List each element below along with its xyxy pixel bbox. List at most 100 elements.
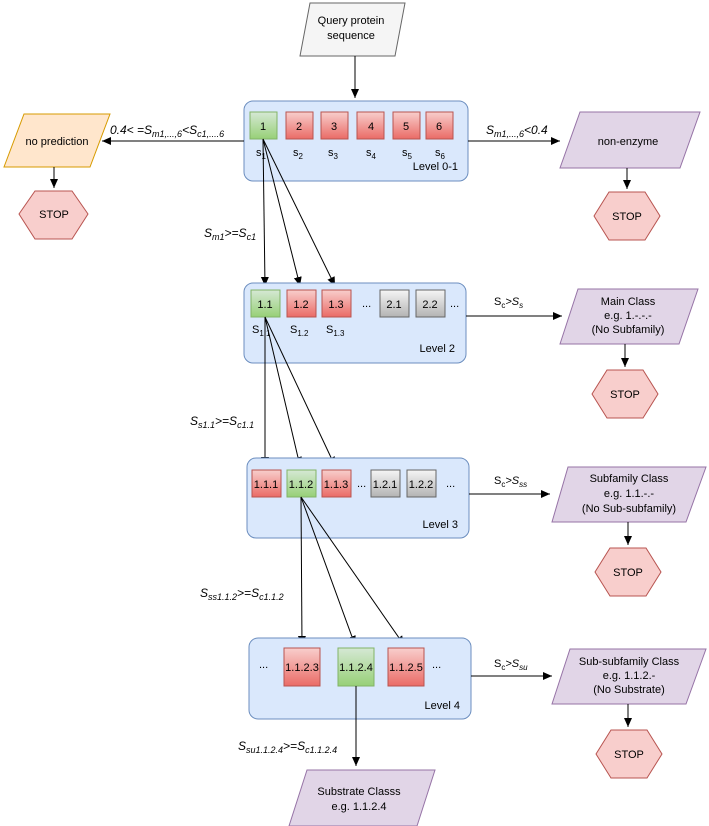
score-s1: s1: [256, 147, 267, 161]
edge-1-to-1.1: [260, 138, 269, 287]
svg-text:e.g. 1.1.-.-: e.g. 1.1.-.-: [604, 488, 654, 500]
level01-node-1: 1: [249, 111, 278, 140]
svg-text:2.2: 2.2: [422, 299, 437, 311]
svg-text:2: 2: [296, 121, 302, 133]
level3-node-1.1.3: 1.1.3: [321, 469, 352, 498]
svg-text:1.3: 1.3: [328, 299, 343, 311]
level3-node-1.1.1: 1.1.1: [251, 469, 282, 498]
condition-level3: Ss1.1>=Sc1.1: [190, 414, 254, 430]
svg-text:1.1.1: 1.1.1: [254, 479, 278, 491]
svg-text:1.2.1: 1.2.1: [373, 479, 397, 491]
level4-ellipsis-left: ...: [259, 659, 268, 671]
condition-level4: Sss1.1.2>=Sc1.1.2: [200, 586, 284, 602]
level01-node-6: 6: [425, 111, 454, 140]
condition-subfamily-class: Sc>Sss: [494, 475, 527, 489]
svg-text:e.g. 1.1.2.-: e.g. 1.1.2.-: [603, 670, 656, 682]
non-enzyme-node: non-enzyme: [559, 111, 701, 169]
score-s1.3: S1.3: [326, 324, 345, 338]
svg-text:1.2.2: 1.2.2: [409, 479, 433, 491]
level2-node-1.3: 1.3: [321, 289, 352, 318]
no-prediction-node: no prediction: [3, 113, 111, 168]
level01-node-2: 2: [285, 111, 314, 140]
svg-text:1.1: 1.1: [257, 299, 272, 311]
condition-non-enzyme: Sm1,...,6<0.4: [486, 123, 548, 139]
score-s4: s4: [366, 147, 377, 161]
svg-text:e.g. 1.-.-.-: e.g. 1.-.-.-: [604, 310, 652, 322]
level3-ellipsis-1: ...: [357, 478, 366, 490]
condition-main-class: Sc>Ss: [494, 296, 523, 310]
level4-node-1.1.2.5: 1.1.2.5: [387, 647, 425, 687]
subfamily-class-node: Subfamily Class e.g. 1.1.-.- (No Sub-sub…: [551, 466, 707, 523]
stop-node-non-enzyme: STOP: [593, 191, 661, 241]
query-line2: sequence: [327, 30, 375, 42]
condition-no-prediction: 0.4< =Sm1,...,6<Sc1,....6: [110, 123, 224, 139]
svg-text:1: 1: [260, 121, 266, 133]
svg-text:STOP: STOP: [612, 211, 642, 223]
svg-text:5: 5: [403, 121, 409, 133]
svg-text:1.1.2: 1.1.2: [289, 479, 313, 491]
svg-text:STOP: STOP: [614, 749, 644, 761]
edge-1-to-1.3: [262, 138, 336, 287]
svg-text:1.1.2.5: 1.1.2.5: [389, 662, 423, 674]
condition-level2: Sm1>=Sc1: [204, 226, 256, 242]
subsubfamily-class-node: Sub-subfamily Class e.g. 1.1.2.- (No Sub…: [551, 648, 707, 705]
svg-text:e.g. 1.1.2.4: e.g. 1.1.2.4: [331, 801, 386, 813]
score-s6: s6: [435, 147, 446, 161]
stop-node-main-class: STOP: [591, 369, 659, 419]
level2-node-2.2: 2.2: [415, 289, 446, 318]
level3-node-1.2.2: 1.2.2: [406, 469, 437, 498]
svg-text:Main Class: Main Class: [601, 296, 656, 308]
edge-1.1-to-1.1.3: [264, 316, 336, 467]
edge-1.1.2-to-1.1.2.4: [300, 496, 356, 646]
svg-text:Substrate Classs: Substrate Classs: [317, 786, 401, 798]
edge-1.1.2-to-1.1.2.3: [297, 496, 306, 646]
score-s5: s5: [402, 147, 413, 161]
stop-node-subsubfamily-class: STOP: [595, 729, 663, 779]
level2-ellipsis-1: ...: [362, 298, 371, 310]
svg-text:Sub-subfamily Class: Sub-subfamily Class: [579, 656, 680, 668]
score-s3: s3: [328, 147, 339, 161]
edge-1.1.2-to-1.1.2.5: [300, 496, 405, 646]
level2-ellipsis-2: ...: [450, 298, 459, 310]
substrate-class-node: Substrate Classs e.g. 1.1.2.4: [288, 769, 436, 826]
svg-text:(No Substrate): (No Substrate): [593, 684, 665, 696]
edge-1-to-1.2: [262, 138, 302, 287]
svg-text:STOP: STOP: [613, 567, 643, 579]
level4-node-1.1.2.4: 1.1.2.4: [337, 647, 375, 687]
level4-node-1.1.2.3: 1.1.2.3: [283, 647, 321, 687]
level4-label: Level 4: [425, 700, 460, 712]
svg-text:6: 6: [436, 121, 442, 133]
svg-text:1.1.3: 1.1.3: [324, 479, 348, 491]
svg-text:no prediction: no prediction: [26, 136, 89, 148]
svg-text:(No Sub-subfamily): (No Sub-subfamily): [582, 503, 676, 515]
svg-text:4: 4: [368, 121, 374, 133]
level01-node-5: 5: [392, 111, 421, 140]
level3-node-1.2.1: 1.2.1: [370, 469, 401, 498]
condition-substrate: Ssu1.1.2.4>=Sc1.1.2.4: [238, 739, 337, 755]
level2-node-2.1: 2.1: [379, 289, 410, 318]
level01-node-3: 3: [320, 111, 349, 140]
edge-1.1-to-1.1.2: [264, 316, 302, 467]
svg-text:(No Subfamily): (No Subfamily): [592, 324, 665, 336]
level2-label: Level 2: [420, 343, 455, 355]
svg-text:2.1: 2.1: [386, 299, 401, 311]
condition-subsubfamily-class: Sc>Ssu: [494, 658, 528, 672]
score-s2: s2: [293, 147, 304, 161]
stop-node-subfamily-class: STOP: [594, 547, 662, 597]
query-node: Query protein sequence: [299, 2, 406, 57]
query-line1: Query protein: [318, 15, 385, 27]
level4-ellipsis-right: ...: [432, 659, 441, 671]
main-class-node: Main Class e.g. 1.-.-.- (No Subfamily): [559, 288, 699, 345]
svg-text:Subfamily Class: Subfamily Class: [590, 473, 669, 485]
level01-node-4: 4: [356, 111, 385, 140]
level3-node-1.1.2: 1.1.2: [286, 469, 317, 498]
svg-text:3: 3: [331, 121, 337, 133]
stop-node-left: STOP: [18, 190, 89, 240]
score-s1.2: S1.2: [290, 324, 309, 338]
level01-label: Level 0-1: [413, 161, 458, 173]
svg-text:STOP: STOP: [610, 389, 640, 401]
level3-ellipsis-2: ...: [446, 478, 455, 490]
level3-label: Level 3: [423, 519, 458, 531]
svg-text:1.1.2.3: 1.1.2.3: [285, 662, 319, 674]
